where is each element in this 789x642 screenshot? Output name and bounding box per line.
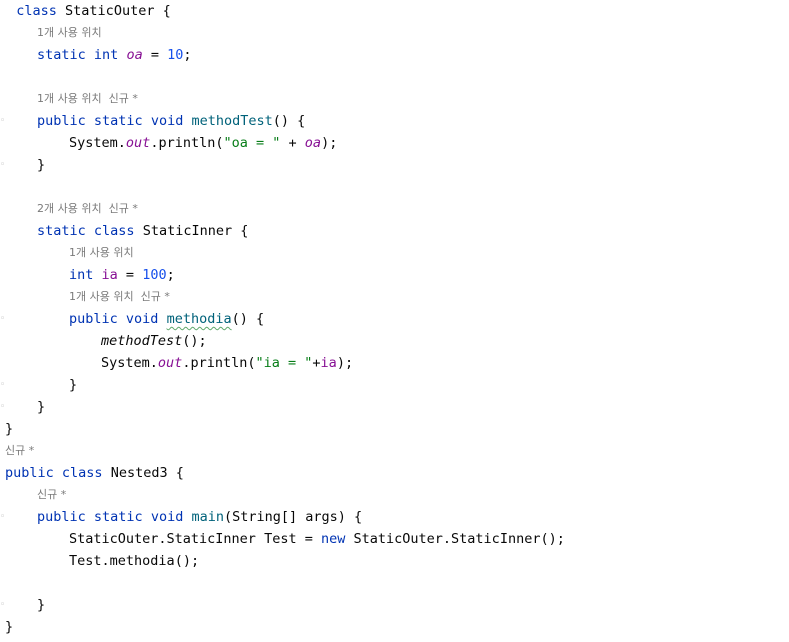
variable-name: Test — [264, 531, 297, 547]
class-name: StaticInner — [142, 223, 233, 239]
brace: { — [247, 311, 265, 327]
string-literal: "oa = " — [223, 135, 281, 151]
code-line[interactable]: public static void methodTest() { — [37, 113, 306, 129]
method-params: (String[] args) { — [224, 509, 363, 525]
keyword: static — [37, 47, 86, 63]
method-call: println — [158, 135, 216, 151]
keyword: void — [150, 509, 184, 525]
keyword: void — [125, 311, 159, 327]
field-ref: out — [125, 135, 151, 151]
class-name: Nested3 — [110, 465, 168, 481]
keyword: static — [93, 113, 143, 129]
keyword: class — [16, 3, 57, 19]
constructor-call: StaticOuter.StaticInner — [353, 531, 541, 547]
method-call: methodia — [109, 553, 175, 569]
keyword: public — [37, 113, 86, 129]
code-line[interactable]: } — [0, 418, 789, 440]
field-name: oa — [126, 47, 143, 63]
brace: } — [37, 597, 46, 613]
class-ref: System — [101, 355, 150, 371]
fold-icon[interactable]: ◦ — [0, 160, 6, 170]
keyword: static — [37, 223, 86, 239]
class-ref: System — [69, 135, 118, 151]
code-line[interactable]: public class Nested3 { — [0, 462, 789, 484]
brace: } — [69, 377, 78, 393]
brace: { — [154, 3, 171, 19]
number-literal: 100 — [142, 267, 167, 283]
code-line[interactable]: StaticOuter.StaticInner Test = new Stati… — [69, 531, 565, 547]
keyword: public — [37, 509, 86, 525]
method-call: methodTest — [101, 333, 183, 349]
field-ref: ia — [320, 355, 337, 371]
number-literal: 10 — [167, 47, 184, 63]
fold-icon[interactable]: ◦ — [0, 512, 6, 522]
keyword: class — [61, 465, 103, 481]
brace: { — [232, 223, 249, 239]
code-line[interactable]: public static void main(String[] args) { — [0, 506, 789, 528]
fold-icon[interactable]: ◦ — [0, 600, 6, 610]
method-call: println — [190, 355, 248, 371]
fold-icon[interactable]: ◦ — [0, 402, 6, 412]
code-line[interactable]: } — [0, 594, 789, 616]
keyword: public — [69, 311, 118, 327]
method-name: main — [191, 509, 225, 525]
code-line[interactable]: } — [0, 616, 789, 638]
code-line[interactable]: static int oa = 10; — [37, 47, 192, 63]
code-line[interactable]: static class StaticInner { — [0, 220, 789, 242]
brace: { — [289, 113, 306, 129]
code-line[interactable]: System.out.println("ia = "+ia); — [101, 355, 354, 371]
code-line[interactable]: methodTest(); — [101, 333, 207, 349]
keyword: void — [150, 113, 184, 129]
variable-ref: Test — [69, 553, 102, 569]
usage-hint[interactable]: 1개 사용 위치 — [37, 26, 102, 39]
keyword: int — [93, 47, 119, 63]
fold-icon[interactable]: ◦ — [0, 314, 6, 324]
code-line[interactable]: Test.methodia(); — [69, 553, 200, 569]
brace: } — [5, 619, 14, 635]
field-name: ia — [101, 267, 118, 283]
usage-hint[interactable]: 1개 사용 위치 — [69, 246, 134, 259]
code-line[interactable]: int ia = 100; — [69, 267, 175, 283]
method-name: methodTest — [191, 113, 273, 129]
type-ref: StaticOuter.StaticInner — [69, 531, 256, 547]
usage-hint[interactable]: 1개 사용 위치 신규 * — [69, 290, 170, 303]
usage-hint[interactable]: 1개 사용 위치 신규 * — [37, 92, 138, 105]
code-line[interactable]: } — [0, 374, 789, 396]
keyword: new — [320, 531, 346, 547]
class-name: StaticOuter — [65, 3, 155, 19]
brace: } — [37, 399, 46, 415]
fold-icon[interactable]: ◦ — [0, 116, 6, 126]
field-ref: out — [157, 355, 183, 371]
brace: } — [5, 421, 14, 437]
code-line[interactable]: } — [0, 396, 789, 418]
usage-hint[interactable]: 신규 * — [37, 488, 67, 501]
fold-icon[interactable]: ◦ — [0, 380, 6, 390]
field-ref: oa — [304, 135, 322, 151]
brace: { — [167, 465, 184, 481]
usage-hint[interactable]: 신규 * — [5, 444, 35, 457]
string-literal: "ia = " — [255, 355, 313, 371]
usage-hint[interactable]: 2개 사용 위치 신규 * — [37, 202, 138, 215]
keyword: public — [5, 465, 54, 481]
method-name: methodia — [166, 311, 232, 327]
code-line[interactable]: class StaticOuter { — [0, 0, 789, 22]
keyword: class — [93, 223, 135, 239]
keyword: static — [93, 509, 143, 525]
code-line[interactable]: public void methodia() { — [69, 311, 265, 327]
brace: } — [37, 157, 46, 173]
code-line[interactable]: } — [0, 154, 789, 176]
code-line[interactable]: System.out.println("oa = " + oa); — [69, 135, 338, 151]
keyword: int — [69, 267, 94, 283]
